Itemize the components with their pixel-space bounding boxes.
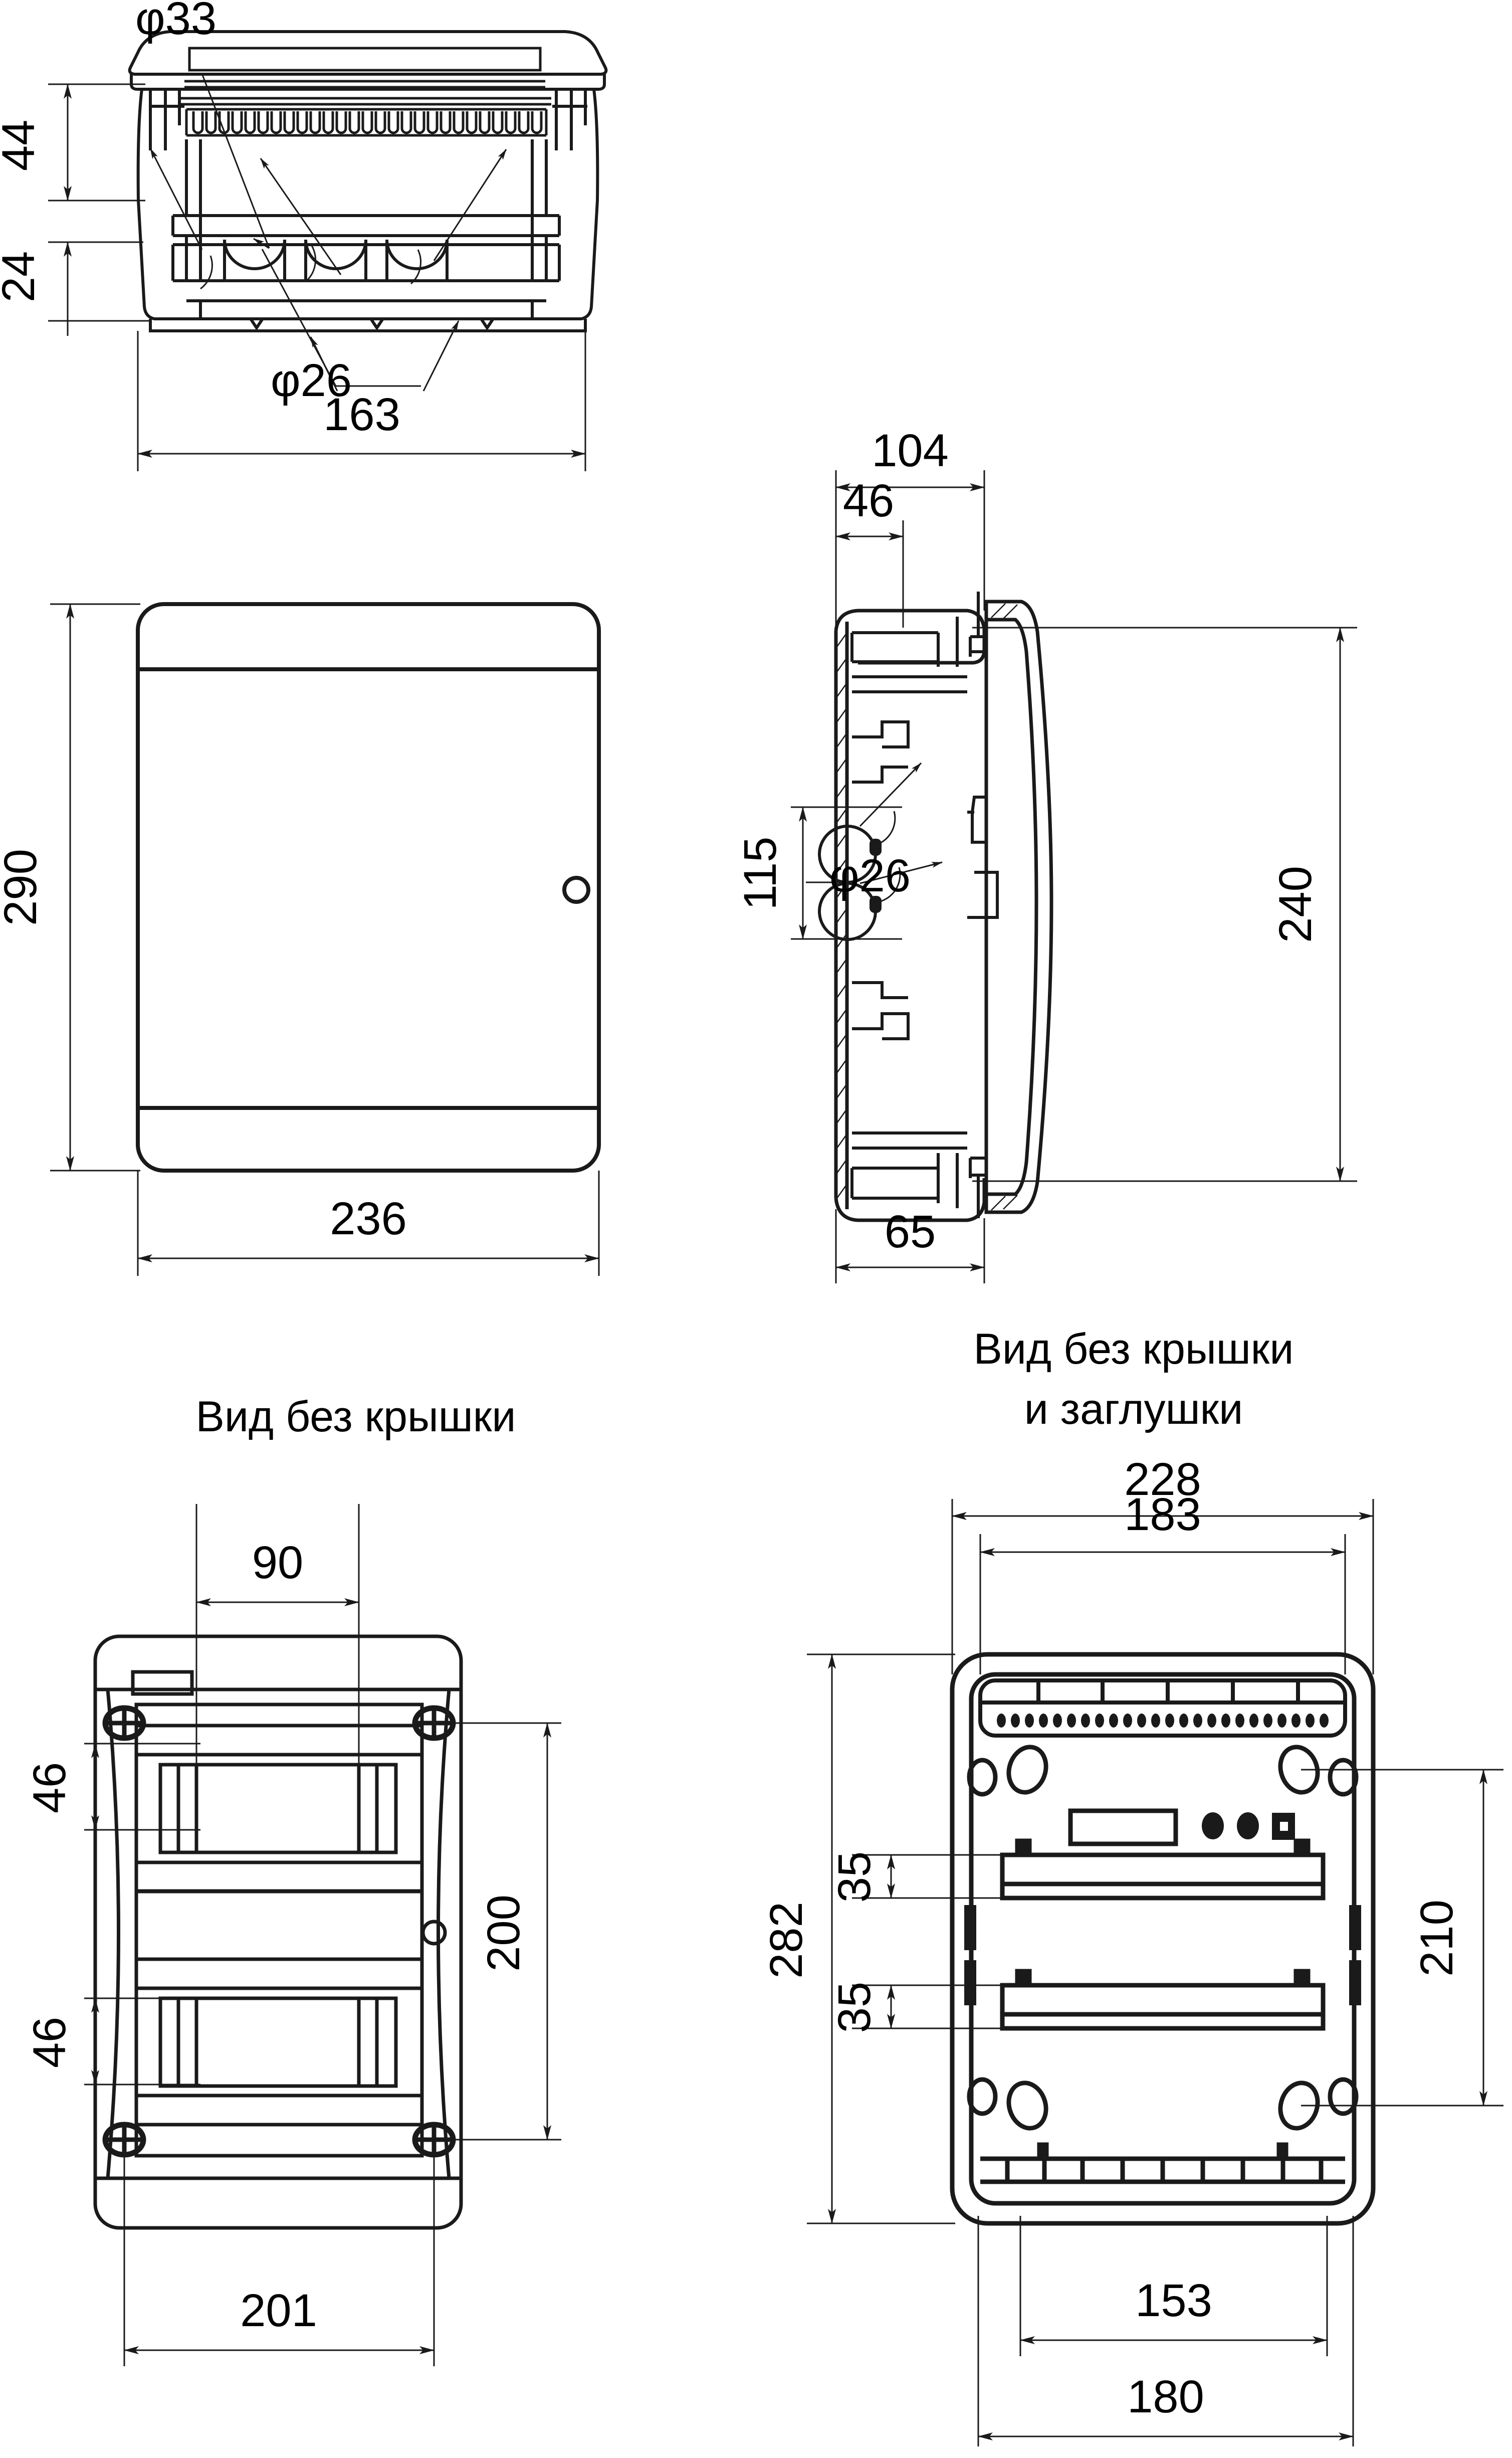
label-282: 282 xyxy=(761,1902,812,1979)
label-46-side: 46 xyxy=(843,475,894,526)
label-24: 24 xyxy=(0,251,44,302)
enclosure-mount-holes xyxy=(967,1745,1359,2131)
label-290: 290 xyxy=(0,849,46,926)
dim-115 xyxy=(791,806,902,940)
dim-200 xyxy=(434,1722,561,2141)
caption-side-section-line1: Вид без крышки xyxy=(974,1325,1294,1373)
top-view-bottom-tabs xyxy=(199,301,534,331)
enclosure-marking-icons xyxy=(1202,1812,1295,1840)
dim-90 xyxy=(195,1504,360,1785)
dim-240 xyxy=(972,627,1357,1182)
caption-side-section-line2: и заглушки xyxy=(1024,1385,1243,1433)
dim-44 xyxy=(48,83,145,202)
dim-183 xyxy=(979,1534,1346,1674)
interior-label-strip xyxy=(131,1670,194,1696)
dim-35-upper xyxy=(852,1854,1007,1899)
dim-24 xyxy=(48,241,150,336)
enclosure-din-rail-lower xyxy=(1000,1969,1326,2031)
interior-housing-outline xyxy=(93,1634,463,2230)
dim-282 xyxy=(807,1653,955,2224)
dim-65 xyxy=(835,1209,985,1283)
label-180: 180 xyxy=(1127,2371,1204,2422)
label-200: 200 xyxy=(478,1895,529,1972)
label-115: 115 xyxy=(735,837,786,910)
top-view-lid-outline xyxy=(128,30,608,91)
label-46-lower: 46 xyxy=(24,2017,75,2068)
dim-46-upper xyxy=(84,1743,200,1831)
enclosure-side-ribs xyxy=(964,1905,1361,2005)
top-view-knockout-bosses xyxy=(223,239,449,281)
interior-latch-icon xyxy=(421,1920,447,1946)
side-view-cover-hatch xyxy=(991,603,1018,1211)
label-44: 44 xyxy=(0,120,44,171)
enclosure-label-plate xyxy=(1068,1808,1178,1846)
label-phi26-top: φ26 xyxy=(271,355,352,406)
label-163: 163 xyxy=(323,389,400,440)
enclosure-terminal-segments xyxy=(1036,1680,1300,1703)
label-35-lower: 35 xyxy=(829,1982,880,2033)
top-view-inner-plate xyxy=(180,47,551,106)
side-view-cover-outline xyxy=(984,600,1053,1214)
label-46-upper: 46 xyxy=(24,1762,75,1813)
dim-46-side xyxy=(835,520,904,632)
dim-163 xyxy=(137,331,586,471)
leader-phi26-side xyxy=(806,762,943,903)
label-90: 90 xyxy=(252,1537,303,1588)
label-153: 153 xyxy=(1135,2275,1212,2326)
dim-180 xyxy=(977,2216,1354,2446)
label-201: 201 xyxy=(240,2285,317,2336)
top-view-body-outline xyxy=(136,89,599,332)
dim-290 xyxy=(50,603,140,1172)
label-236: 236 xyxy=(330,1193,407,1244)
dim-46-lower xyxy=(84,1997,200,2086)
label-65: 65 xyxy=(885,1206,936,1257)
marking-dot-2 xyxy=(1237,1812,1259,1839)
dim-236 xyxy=(137,1171,600,1276)
dim-35-lower xyxy=(852,1984,1007,2029)
enclosure-top-terminal-block xyxy=(978,1678,1347,1738)
dim-201 xyxy=(123,2156,435,2366)
side-view-cover-inner xyxy=(967,592,999,1218)
label-104: 104 xyxy=(872,425,949,476)
interior-breaker-row-lower xyxy=(158,1996,398,2088)
label-35-upper: 35 xyxy=(829,1851,880,1903)
interior-front-view: 90 46 46 200 201 xyxy=(24,1504,561,2366)
enclosure-din-rail-upper xyxy=(1000,1838,1326,1901)
enclosure-back-view: 228 183 282 210 35 xyxy=(761,1454,1503,2446)
label-240: 240 xyxy=(1270,866,1321,943)
label-phi33: φ33 xyxy=(135,0,217,44)
dim-153 xyxy=(1019,2216,1328,2356)
label-183: 183 xyxy=(1124,1489,1201,1540)
front-view-latch-icon xyxy=(562,876,590,904)
label-228: 228 xyxy=(1124,1454,1201,1505)
front-view-outline xyxy=(136,602,601,1173)
top-view-terminal-block xyxy=(185,108,548,137)
marking-square-inner xyxy=(1280,1822,1288,1831)
leader-phi26-top xyxy=(149,148,507,392)
top-view-clips xyxy=(149,89,587,150)
enclosure-terminal-holes xyxy=(997,1714,1329,1728)
screw-bottom-left xyxy=(102,2122,146,2158)
top-view-terminal-teeth xyxy=(192,111,543,134)
screw-top-left xyxy=(102,1705,146,1741)
side-section-view: 104 46 240 115 xyxy=(735,425,1357,1433)
label-phi26-side: φ26 xyxy=(829,850,911,901)
leader-phi33 xyxy=(143,73,270,249)
top-view: φ33 φ26 44 24 xyxy=(0,0,608,471)
side-view-wall-hatch xyxy=(836,632,848,1199)
marking-dot-1 xyxy=(1202,1812,1224,1839)
dim-210 xyxy=(1301,1769,1503,2107)
label-210: 210 xyxy=(1411,1900,1462,1977)
caption-front-view: Вид без крышки xyxy=(196,1393,516,1441)
side-view-internal-details xyxy=(850,617,967,1208)
enclosure-bottom-plate xyxy=(980,2142,1345,2184)
dim-228 xyxy=(951,1499,1374,1674)
front-view: 290 236 xyxy=(0,602,601,1276)
